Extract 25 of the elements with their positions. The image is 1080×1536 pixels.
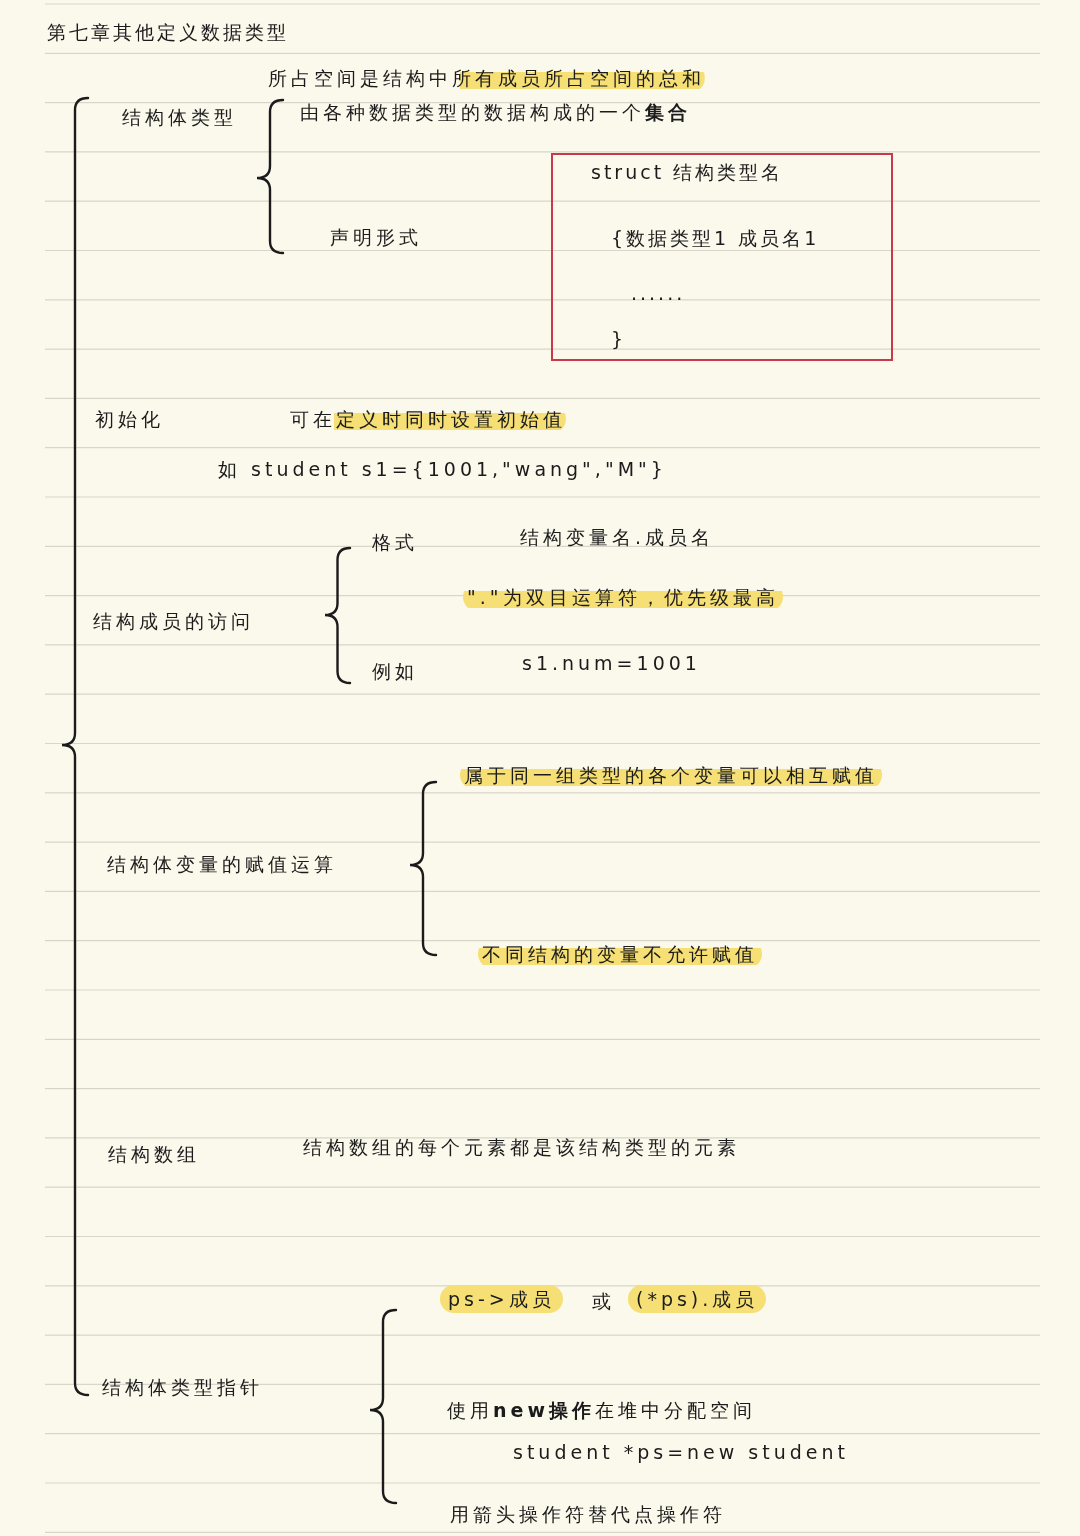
- code-line: struct 结构类型名: [591, 160, 784, 185]
- code-example: (*ps).成员: [628, 1285, 767, 1313]
- code-example: ps->成员: [440, 1285, 563, 1313]
- code-box: [551, 153, 893, 361]
- page-title: 第七章其他定义数据类型: [47, 20, 289, 45]
- topic-label: 声明形式: [330, 225, 422, 250]
- note-text: 由各种数据类型的数据构成的一个集合: [300, 100, 691, 125]
- topic-label: 结构体类型指针: [102, 1375, 263, 1400]
- topic-label: 结构体类型: [122, 105, 237, 130]
- topic-label: 格式: [372, 530, 418, 555]
- code-example: 如 student s1={1001,"wang","M"}: [218, 457, 667, 482]
- topic-label: 结构成员的访问: [93, 609, 254, 634]
- note-text: 或: [592, 1289, 615, 1314]
- topic-label: 初始化: [95, 407, 164, 432]
- topic-label: 例如: [372, 659, 418, 684]
- code-example: s1.num=1001: [522, 651, 701, 676]
- topic-label: 结构体变量的赋值运算: [107, 852, 337, 877]
- note-text: 用箭头操作符替代点操作符: [450, 1502, 726, 1527]
- topic-label: 结构数组: [108, 1142, 200, 1167]
- code-line: ......: [631, 281, 686, 306]
- code-line: }: [611, 327, 627, 352]
- note-text: 结构数组的每个元素都是该结构类型的元素: [303, 1135, 740, 1160]
- note-text: 结构变量名.成员名: [520, 525, 715, 550]
- code-line: {数据类型1 成员名1: [611, 226, 820, 251]
- code-example: student *ps=new student: [513, 1440, 849, 1465]
